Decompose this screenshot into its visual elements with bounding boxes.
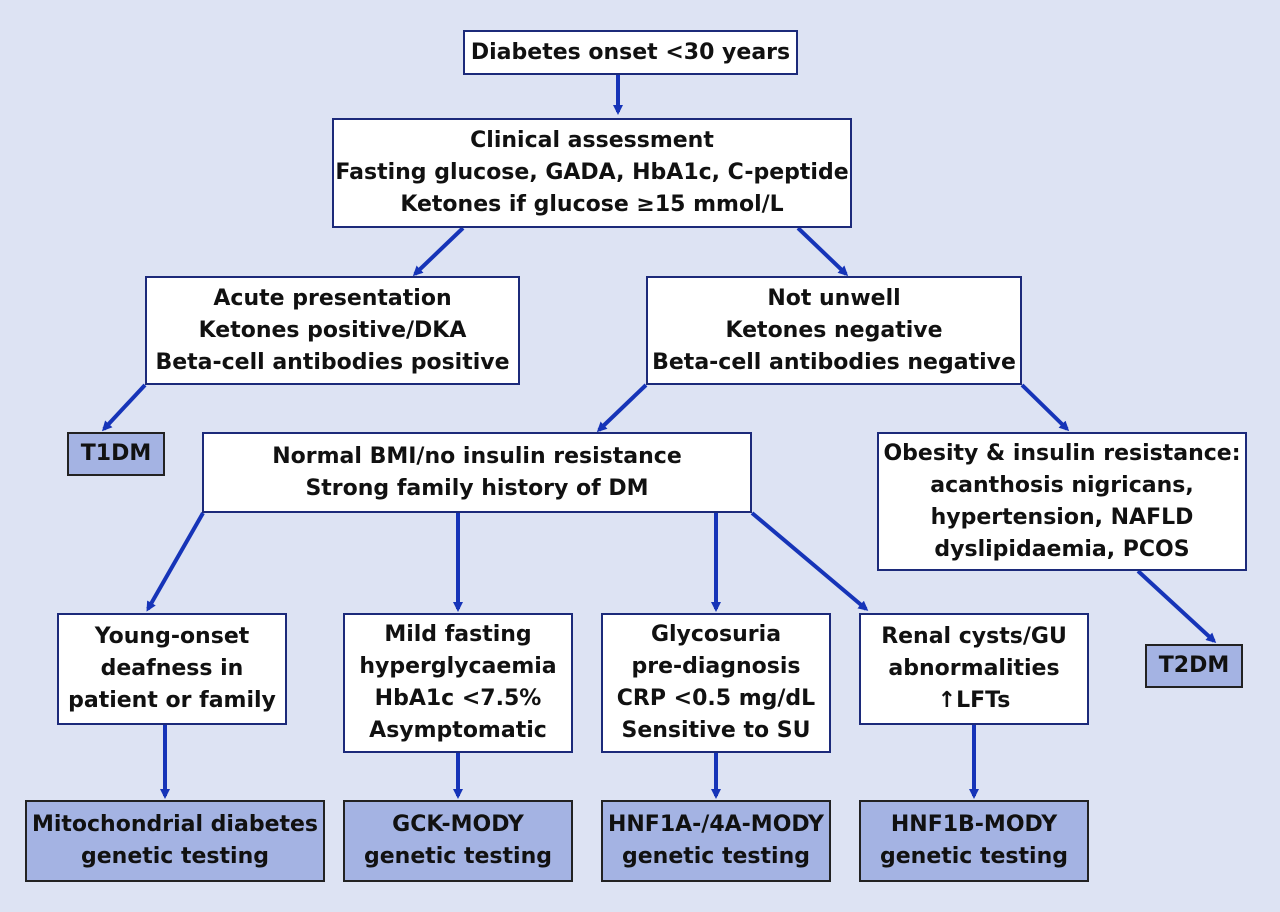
box-text-line: hyperglycaemia bbox=[359, 654, 557, 679]
box-text-line: Clinical assessment bbox=[470, 128, 714, 153]
box-text-line: T1DM bbox=[80, 441, 152, 466]
gck-mody-test-box: GCK-MODY genetic testing bbox=[343, 800, 573, 882]
box-text-line: genetic testing bbox=[363, 844, 552, 869]
box-text-line: T2DM bbox=[1158, 653, 1230, 678]
box-text-line: acanthosis nigricans, bbox=[930, 472, 1194, 498]
box-text-line: genetic testing bbox=[879, 844, 1068, 869]
box-text-line: GCK-MODY bbox=[392, 812, 524, 837]
box-text-line: HNF1A-/4A-MODY bbox=[607, 812, 824, 837]
box-text-line: abnormalities bbox=[888, 656, 1060, 681]
box-text-line: genetic testing bbox=[621, 844, 810, 869]
box-text-line: Renal cysts/GU bbox=[881, 624, 1067, 649]
hnf1b-mody-test-box: HNF1B-MODY genetic testing bbox=[859, 800, 1089, 882]
box-text-line: Glycosuria bbox=[650, 622, 782, 647]
arrow-normal-bmi-to-deafness bbox=[146, 512, 205, 612]
arrow-acute-to-t1dm bbox=[101, 383, 147, 432]
box-text-line: CRP <0.5 mg/dL bbox=[616, 686, 816, 711]
t2dm-result-box: T2DM bbox=[1145, 644, 1243, 688]
box-text-line: pre-diagnosis bbox=[631, 654, 801, 679]
box-text-line: HNF1B-MODY bbox=[890, 812, 1058, 837]
box-text-line: Beta-cell antibodies positive bbox=[155, 349, 510, 375]
box-text-line: Not unwell bbox=[767, 285, 901, 311]
arrow-not-unwell-to-normal-bmi bbox=[596, 383, 648, 433]
box-text-line: deafness in bbox=[100, 656, 244, 681]
box-text-line: Ketones if glucose ≥15 mmol/L bbox=[400, 192, 784, 217]
box-text-line: genetic testing bbox=[80, 844, 269, 869]
deafness-box: Young-onset deafness in patient or family bbox=[57, 613, 287, 725]
hnf1a-mody-test-box: HNF1A-/4A-MODY genetic testing bbox=[601, 800, 831, 882]
box-text-line: Fasting glucose, GADA, HbA1c, C-peptide bbox=[335, 160, 849, 185]
arrow-obesity-to-t2dm bbox=[1136, 569, 1217, 644]
arrow-normal-bmi-to-renal bbox=[750, 511, 869, 611]
box-text-line: Beta-cell antibodies negative bbox=[652, 349, 1016, 375]
arrow-assessment-to-acute bbox=[412, 226, 465, 277]
box-text-line: Ketones negative bbox=[725, 317, 943, 343]
t1dm-result-box: T1DM bbox=[67, 432, 165, 476]
box-text-line: hypertension, NAFLD bbox=[930, 504, 1194, 530]
box-text-line: HbA1c <7.5% bbox=[374, 686, 542, 711]
box-text-line: Sensitive to SU bbox=[621, 718, 811, 743]
obesity-insulin-resistance-box: Obesity & insulin resistance: acanthosis … bbox=[877, 432, 1247, 571]
box-text-line: Strong family history of DM bbox=[305, 475, 649, 501]
box-text-line: Acute presentation bbox=[213, 285, 452, 311]
box-text-line: patient or family bbox=[68, 688, 276, 713]
box-text-line: Ketones positive/DKA bbox=[198, 317, 467, 343]
arrow-not-unwell-to-obesity bbox=[1020, 383, 1070, 432]
box-text-line: Mitochondrial diabetes bbox=[31, 812, 319, 837]
mitochondrial-test-box: Mitochondrial diabetes genetic testing bbox=[25, 800, 325, 882]
box-text-line: Mild fasting bbox=[384, 622, 532, 647]
box-text-line: Young-onset bbox=[94, 624, 250, 649]
box-text-line: dyslipidaemia, PCOS bbox=[934, 536, 1190, 562]
onset-box: Diabetes onset <30 years bbox=[463, 30, 798, 75]
box-text-line: Normal BMI/no insulin resistance bbox=[272, 443, 682, 469]
arrow-assessment-to-not-unwell bbox=[796, 226, 849, 277]
box-text-line: Asymptomatic bbox=[369, 718, 547, 743]
box-text-line: ↑LFTs bbox=[937, 688, 1011, 713]
renal-cysts-box: Renal cysts/GU abnormalities ↑LFTs bbox=[859, 613, 1089, 725]
box-text-line: Diabetes onset <30 years bbox=[470, 39, 791, 65]
box-text-line: Obesity & insulin resistance: bbox=[883, 440, 1241, 466]
